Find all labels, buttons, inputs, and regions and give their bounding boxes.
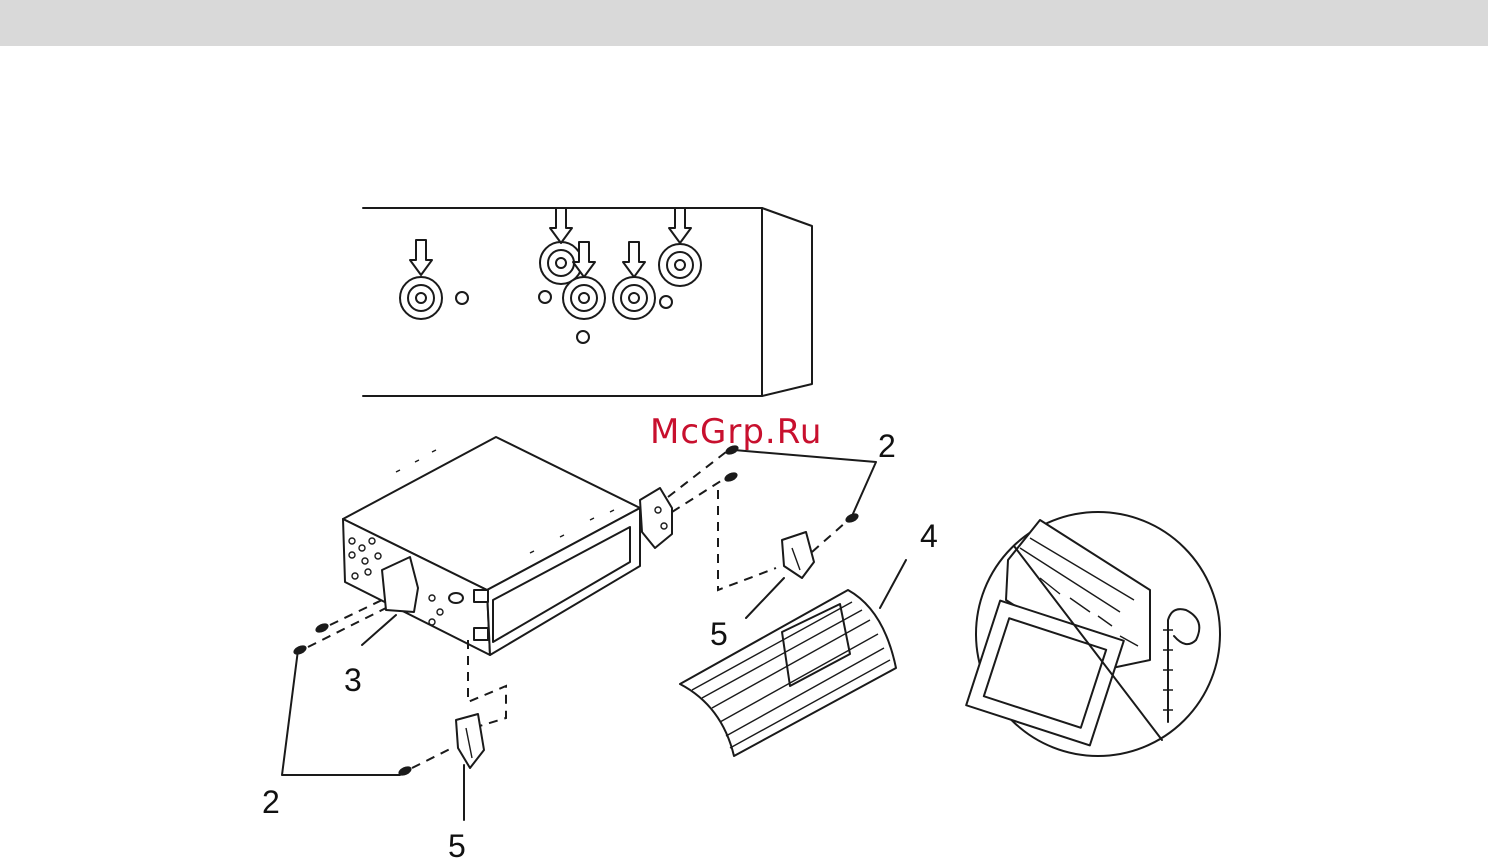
small-hole (456, 292, 468, 304)
down-arrow-icon (669, 208, 691, 243)
watermark: McGrp.Ru (650, 412, 822, 452)
release-key-right (782, 532, 814, 578)
callout-screw-top-right: 2 (878, 430, 896, 462)
screw-icon (314, 621, 330, 634)
down-arrow-icon (550, 208, 572, 243)
small-hole (539, 291, 551, 303)
small-hole (660, 296, 672, 308)
connector-detail-circle (966, 512, 1220, 756)
callout-trim-frame: 4 (920, 520, 938, 552)
callout-release-key-right: 5 (710, 618, 728, 650)
mounting-hole-4 (613, 277, 655, 319)
down-arrow-icon (623, 242, 645, 277)
mounting-hole-3 (563, 277, 605, 319)
side-bracket (640, 488, 672, 548)
callout-screw-bottom-left: 2 (262, 786, 280, 818)
down-arrow-icon (410, 240, 432, 275)
small-hole (577, 331, 589, 343)
release-key-bottom (456, 714, 484, 768)
screw-icon (844, 511, 860, 524)
mounting-hole-5 (659, 244, 701, 286)
callout-release-key-bottom: 5 (448, 830, 466, 862)
down-arrow-icons (410, 208, 691, 277)
screw-icon (292, 643, 308, 656)
mounting-hole-1 (400, 277, 442, 319)
trim-frame (680, 590, 896, 756)
mounting-holes (400, 242, 701, 343)
callout-rear-panel-bracket: 3 (344, 664, 362, 696)
screw-icon (723, 470, 739, 483)
